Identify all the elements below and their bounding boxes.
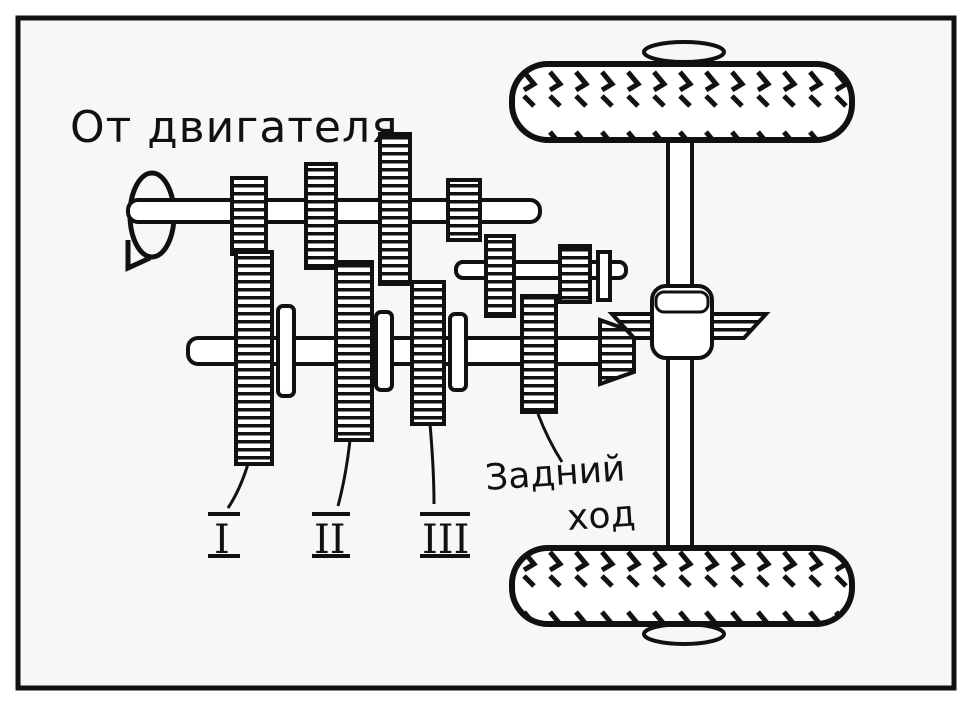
bottom-wheel (509, 545, 855, 646)
gear-label-1: I (208, 512, 240, 563)
output-shaft (186, 250, 636, 466)
label-leaders (226, 413, 564, 509)
gear-label-2: II (312, 512, 350, 563)
title-label: От двигателя (70, 102, 399, 153)
rear-axle (607, 128, 771, 562)
svg-text:I: I (214, 517, 230, 563)
reverse-label-line2: ход (566, 493, 637, 539)
reverse-idler-shaft (454, 234, 628, 318)
gear-label-3: III (420, 512, 470, 563)
top-wheel (509, 40, 855, 143)
reverse-label-line1: Задний (484, 448, 627, 499)
